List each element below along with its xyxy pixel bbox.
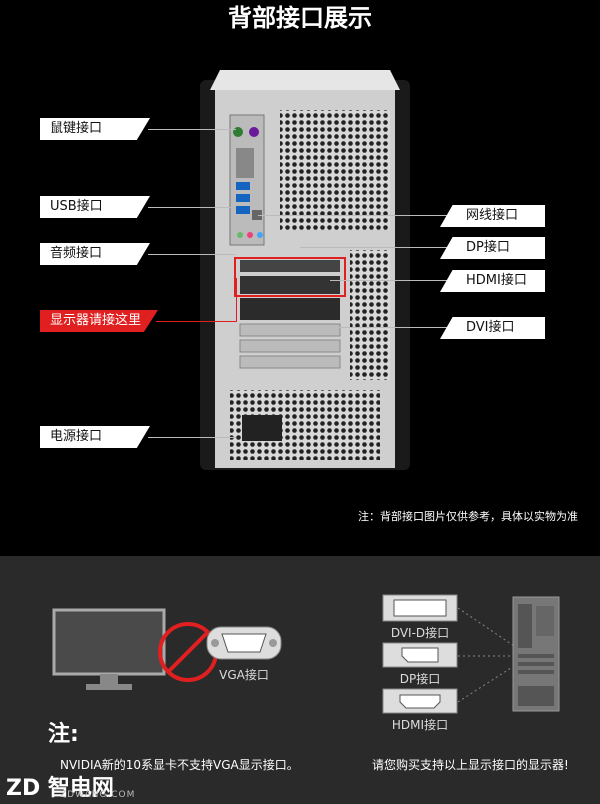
note-title: 注: [48, 722, 79, 747]
label-display-here: 显示器请接这里 [40, 310, 158, 332]
page-title: 背部接口展示 [228, 4, 372, 32]
pc-case-back-image [200, 70, 410, 470]
monitor-icon [52, 608, 166, 690]
label-usb: USB接口 [40, 196, 150, 218]
label-audio: 音频接口 [40, 243, 150, 265]
vga-label: VGA接口 [219, 668, 269, 682]
pc-tower-icon [512, 596, 560, 712]
dp-label: DP接口 [399, 672, 441, 686]
dvid-port-icon [382, 594, 458, 622]
label-hdmi: HDMI接口 [440, 270, 545, 292]
site-logo: ZD 智电网 [6, 776, 114, 801]
label-mouse-keyboard: 鼠键接口 [40, 118, 150, 140]
hdmi-port-icon [382, 688, 458, 714]
label-dvi: DVI接口 [440, 317, 545, 339]
label-network: 网线接口 [440, 205, 545, 227]
note-left: NVIDIA新的10系显卡不支持VGA显示接口。 [60, 758, 299, 772]
dp-port-icon [382, 642, 458, 668]
disclaimer-text: 注：背部接口图片仅供参考，具体以实物为准 [358, 510, 578, 523]
vga-port-icon [206, 626, 282, 660]
logo-subtext: ZDWANG.COM [60, 790, 136, 800]
connection-lines [458, 607, 515, 703]
hdmi-label: HDMI接口 [391, 718, 449, 732]
label-power: 电源接口 [40, 426, 150, 448]
note-right: 请您购买支持以上显示接口的显示器! [372, 758, 569, 772]
label-dp: DP接口 [440, 237, 545, 259]
dvid-label: DVI-D接口 [390, 626, 450, 640]
logo-text: 智电网 [47, 776, 114, 801]
